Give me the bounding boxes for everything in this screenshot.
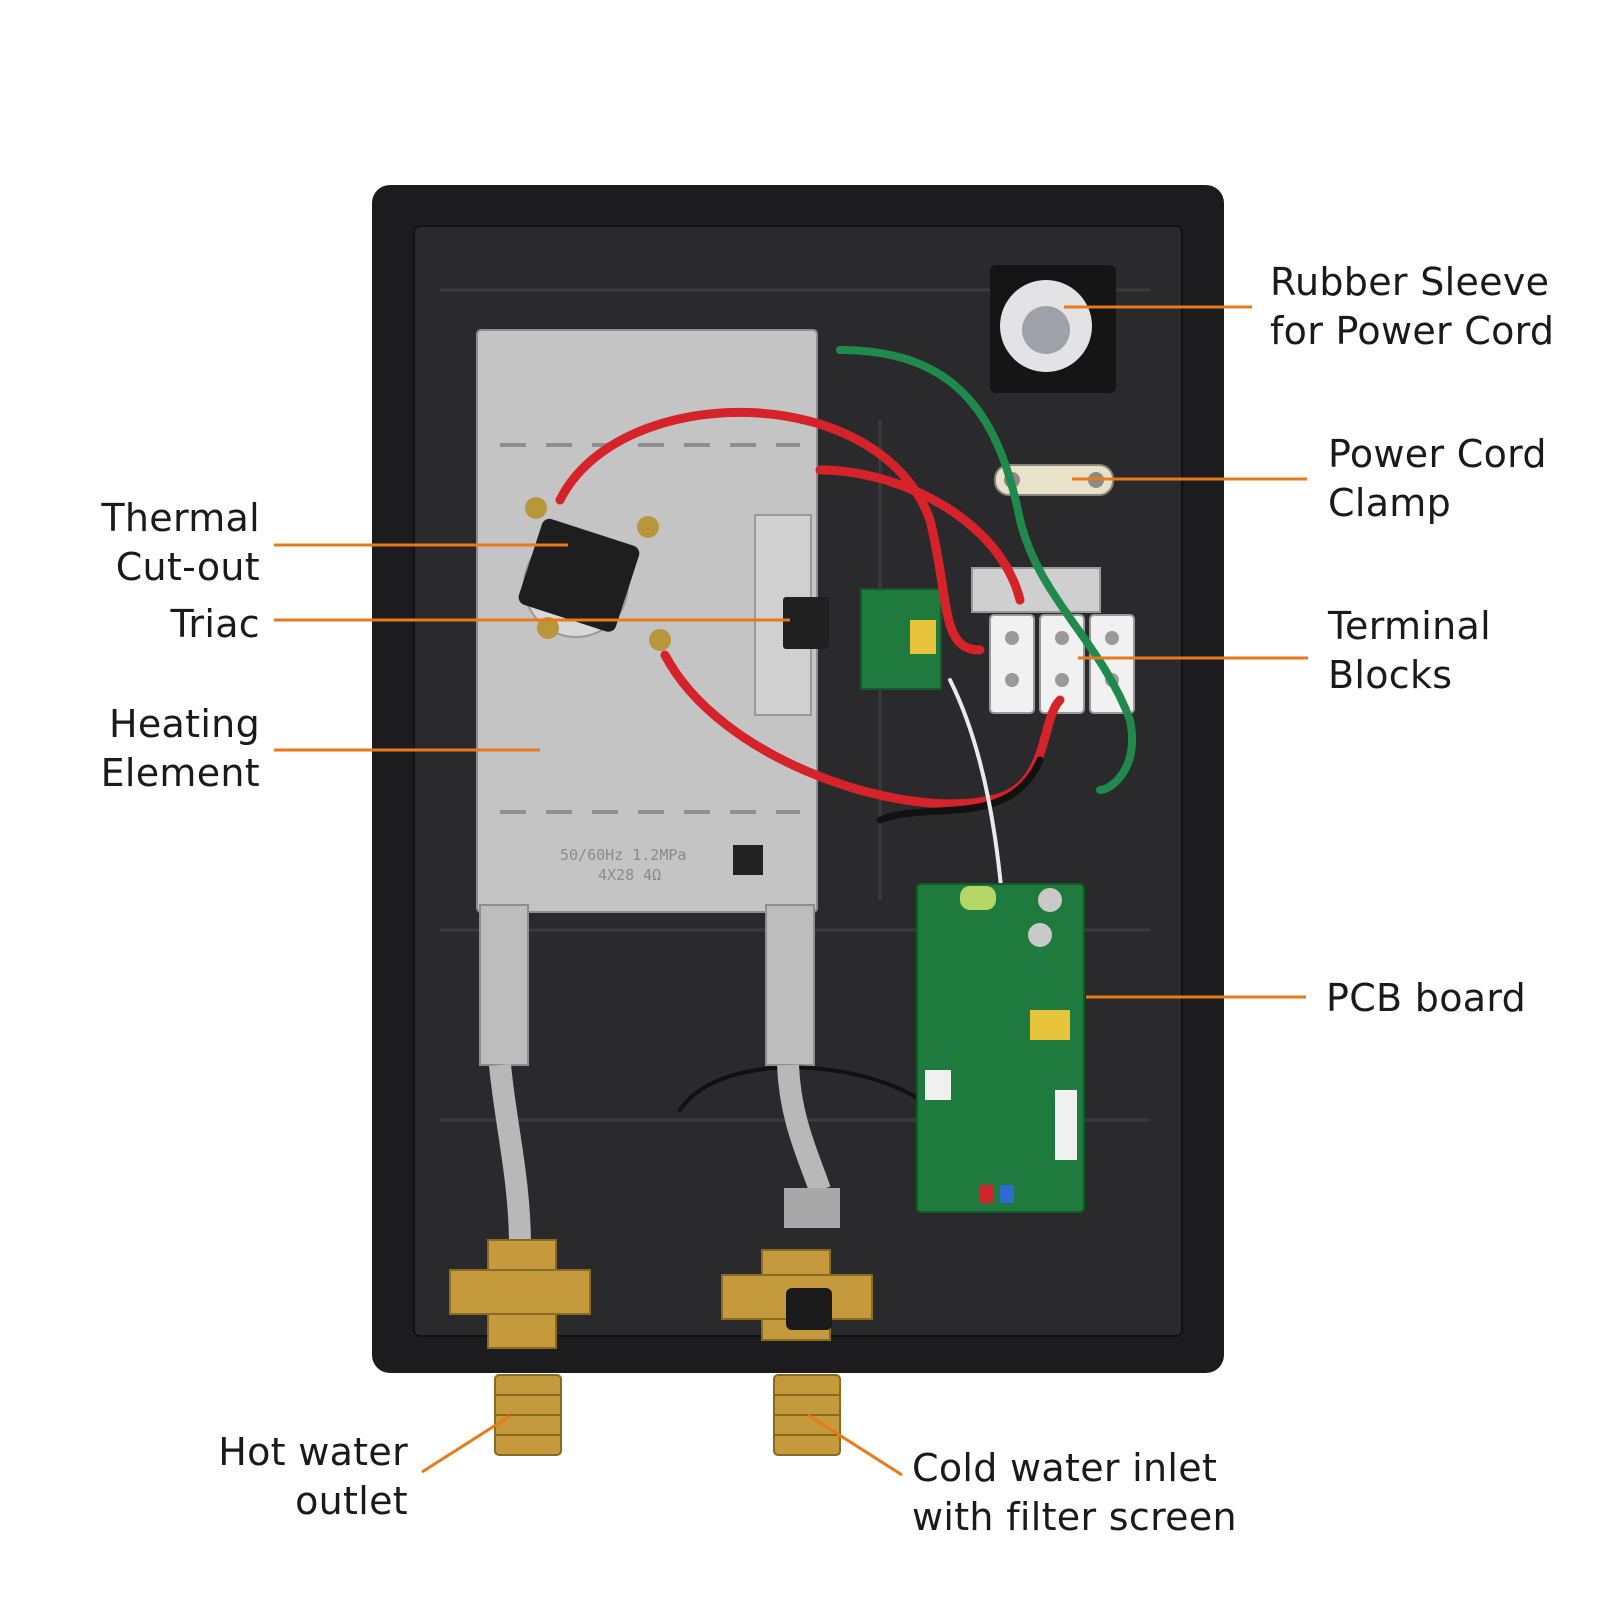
label-rubber-sleeve: Rubber Sleeve for Power Cord [1270,260,1555,353]
label-thermal-cutout: Thermal Cut-out [101,496,260,589]
label-terminal-blocks: Terminal Blocks [1328,604,1491,697]
wire-red-2 [660,650,1065,809]
leader-hot-water-outlet [421,1414,511,1474]
rubber-sleeve [990,265,1116,393]
wire-green [836,346,1136,794]
label-hot-water-outlet: Hot water outlet [218,1430,408,1523]
power-cord-clamp [994,464,1114,496]
triac [754,514,942,716]
wire-red-1 [555,408,985,655]
label-cold-water-inlet: Cold water inlet with filter screen [912,1446,1237,1539]
heating-element-spec-2: 4X28 4Ω [598,866,661,884]
thermal-cutout [518,497,671,651]
label-power-cord-clamp: Power Cord Clamp [1328,432,1547,525]
leader-cold-water-inlet [807,1413,903,1477]
pipes [449,1064,873,1349]
label-pcb-board: PCB board [1326,976,1527,1020]
label-heating-element: Heating Element [100,702,260,795]
outlet-fittings [494,1374,841,1456]
leader-lines [274,305,1308,1477]
wire-black [876,756,1044,824]
wire-red-3 [815,465,1025,605]
pcb-board [916,883,1085,1213]
heating-element-spec-1: 50/60Hz 1.2MPa [560,846,686,864]
label-triac: Triac [170,602,260,646]
terminal-blocks [971,567,1135,714]
qr-code [733,845,763,875]
